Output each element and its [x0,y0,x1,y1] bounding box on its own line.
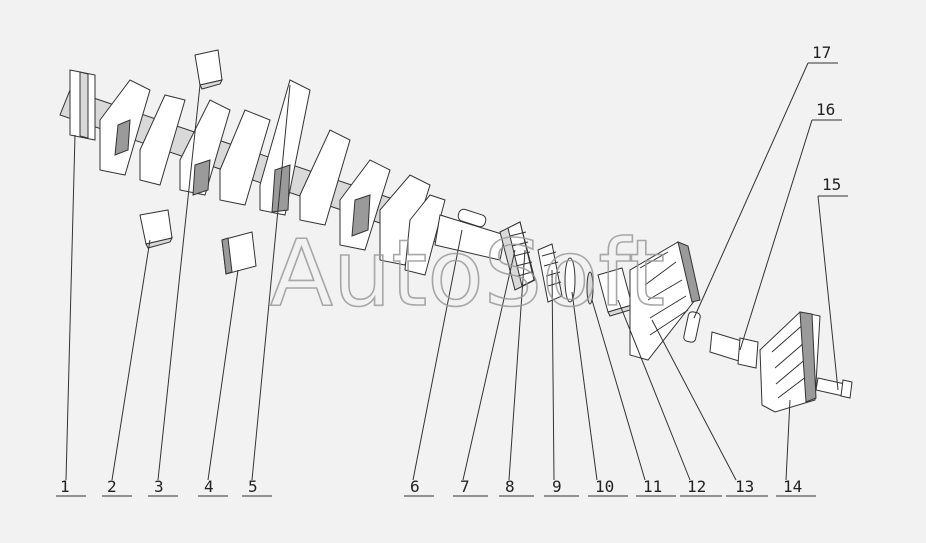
callout-16: 16 [816,100,835,119]
bearing-shell-3 [194,49,223,90]
callout-15: 15 [822,175,841,194]
hub-11 [597,267,633,317]
callout-14: 14 [783,477,802,496]
callout-13: 13 [735,477,754,496]
callout-labels: 1 2 3 4 5 6 7 8 9 10 11 12 13 14 15 16 1… [60,43,841,496]
watermark-text: AutoSoft [270,220,665,327]
bearing-shell-2 [139,209,173,249]
damper-pulley-14 [759,311,821,413]
washer-10 [586,271,594,305]
bolt-16 [709,331,759,369]
crankshaft [59,69,506,276]
key-6 [457,208,487,228]
callout-12: 12 [687,477,706,496]
callout-8: 8 [505,477,515,496]
callout-17: 17 [812,43,831,62]
spacer-9 [564,257,576,303]
bolt-15 [815,377,853,399]
callout-1: 1 [60,477,70,496]
callout-4: 4 [204,477,214,496]
thrust-washer-4 [221,231,257,275]
timing-gear-7 [499,221,536,291]
callout-9: 9 [552,477,562,496]
callout-5: 5 [248,477,258,496]
callout-6: 6 [410,477,420,496]
callout-2: 2 [107,477,117,496]
leader-lines [56,62,848,497]
gear-ring-8 [537,243,563,303]
callout-10: 10 [595,477,614,496]
callout-7: 7 [460,477,470,496]
bolt-17 [683,311,701,343]
callout-3: 3 [154,477,164,496]
callout-11: 11 [643,477,662,496]
pulley-12-13 [629,241,701,361]
